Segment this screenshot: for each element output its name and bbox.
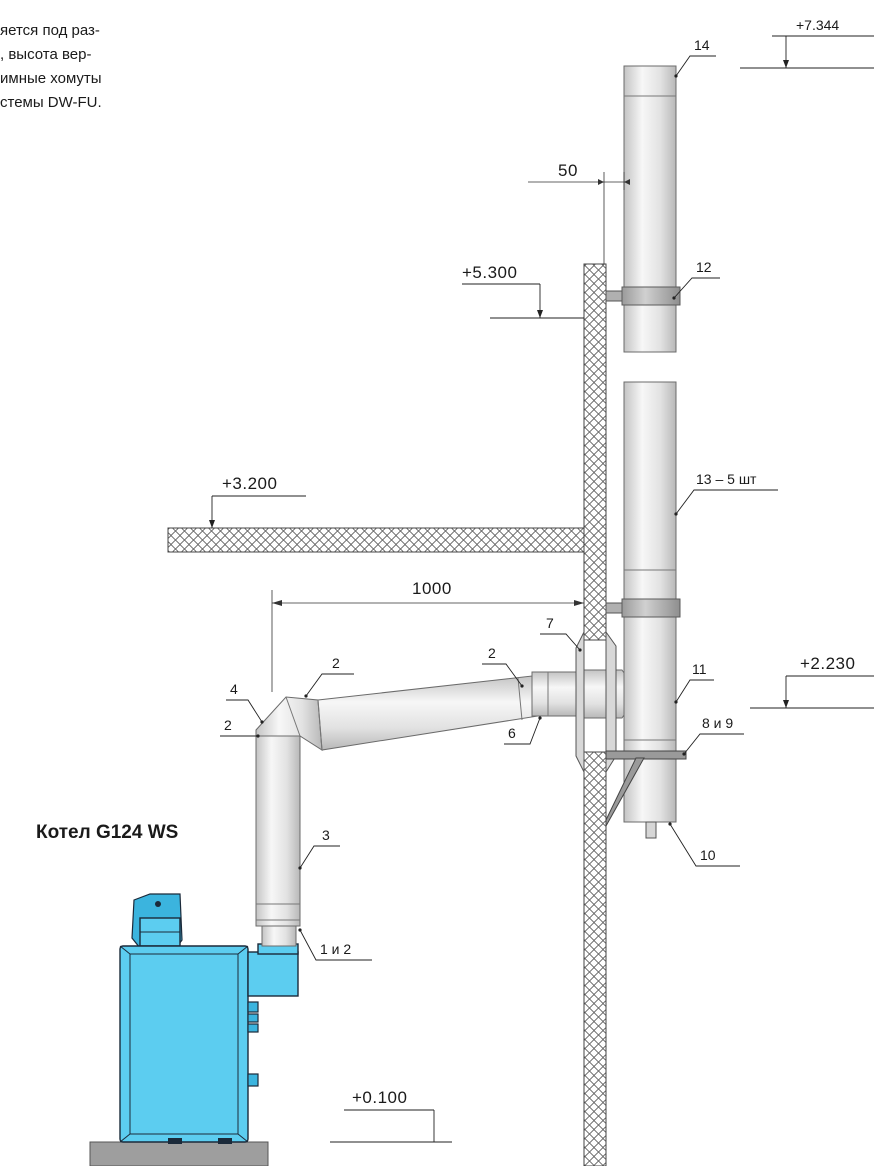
label-8-9-text: 8 и 9 — [702, 715, 733, 731]
label-part-7: 7 — [540, 615, 582, 652]
level-marker-outlet: +2.230 — [750, 654, 874, 709]
level-marker-ceiling: +3.200 — [209, 474, 306, 528]
label-part-8-9: 8 и 9 — [682, 715, 744, 756]
label-part-6: 6 — [504, 716, 542, 745]
dimension-run: 1000 — [271, 579, 584, 692]
dimension-run-text: 1000 — [412, 579, 452, 598]
label-4-text: 4 — [230, 681, 238, 697]
label-2-left-text: 2 — [224, 717, 232, 733]
label-part-13: 13 – 5 шт — [674, 471, 778, 516]
label-7-text: 7 — [546, 615, 554, 631]
level-roof-text: +5.300 — [462, 263, 517, 282]
label-3-text: 3 — [322, 827, 330, 843]
level-marker-top: +7.344 — [740, 17, 874, 69]
support-bracket — [605, 750, 687, 828]
label-part-2-left: 2 — [220, 717, 260, 738]
label-6-text: 6 — [508, 725, 516, 741]
label-part-2-right: 2 — [482, 645, 524, 688]
note-line: , высота вер- — [0, 46, 91, 63]
boiler-title: Котел G124 WS — [36, 822, 178, 843]
note-line: имные хомуты — [0, 70, 102, 87]
flue-vertical-pipe — [255, 735, 301, 947]
level-floor-text: +0.100 — [352, 1088, 407, 1107]
label-14-text: 14 — [694, 37, 710, 53]
label-part-12: 12 — [672, 259, 720, 300]
level-outlet-text: +2.230 — [800, 654, 855, 673]
label-part-1-2: 1 и 2 — [298, 928, 372, 961]
dimension-gap: 50 — [528, 161, 630, 264]
chimney-upper-section — [623, 65, 677, 353]
label-2-top-text: 2 — [332, 655, 340, 671]
label-1-2-text: 1 и 2 — [320, 941, 351, 957]
label-part-11: 11 — [674, 661, 714, 704]
level-top-text: +7.344 — [796, 17, 839, 33]
label-part-4: 4 — [226, 681, 264, 724]
label-part-14: 14 — [674, 37, 716, 78]
label-part-3: 3 — [298, 827, 340, 870]
floor-base — [89, 1141, 269, 1166]
level-marker-floor: +0.100 — [330, 1088, 452, 1143]
level-ceiling-text: +3.200 — [222, 474, 277, 493]
label-part-2-top: 2 — [304, 655, 354, 698]
label-12-text: 12 — [696, 259, 712, 275]
label-part-10: 10 — [668, 822, 740, 867]
wall-clamp-middle — [605, 598, 681, 618]
flue-inclined-pipe — [317, 675, 539, 751]
dimension-gap-text: 50 — [558, 161, 578, 180]
note-text: яется под раз- , высота вер- имные хомут… — [0, 22, 102, 111]
boiler-unit — [119, 893, 299, 1144]
wall-clamp-upper — [605, 286, 681, 306]
note-line: яется под раз- — [0, 22, 100, 39]
note-line: стемы DW-FU. — [0, 94, 102, 111]
level-marker-roof: +5.300 — [462, 263, 584, 319]
label-10-text: 10 — [700, 847, 716, 863]
label-2-right-text: 2 — [488, 645, 496, 661]
wall-adaptor — [531, 630, 632, 774]
label-13-text: 13 – 5 шт — [696, 471, 757, 487]
label-11-text: 11 — [692, 661, 707, 677]
